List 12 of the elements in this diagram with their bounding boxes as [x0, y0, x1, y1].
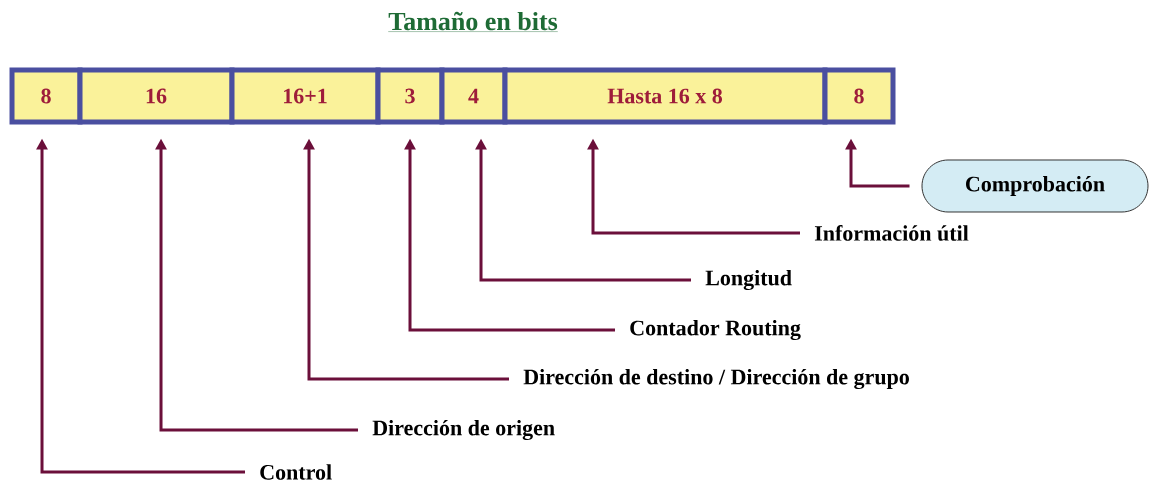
rounded-label: Comprobación	[921, 159, 1149, 213]
field-label: Contador Routing	[630, 319, 801, 341]
field-label: Dirección de origen	[372, 419, 555, 441]
field-label: Información útil	[814, 225, 969, 241]
title: Tamaño en bits	[388, 11, 558, 32]
field-label: Dirección de destino / Dirección de grupo	[523, 368, 909, 390]
field-cell: 3	[375, 67, 445, 125]
field-cell: 8	[9, 67, 83, 125]
field-cell: 4	[439, 67, 508, 125]
field-cell: 8	[822, 67, 896, 125]
field-label: Control	[260, 464, 332, 480]
field-label: Longitud	[705, 269, 792, 291]
